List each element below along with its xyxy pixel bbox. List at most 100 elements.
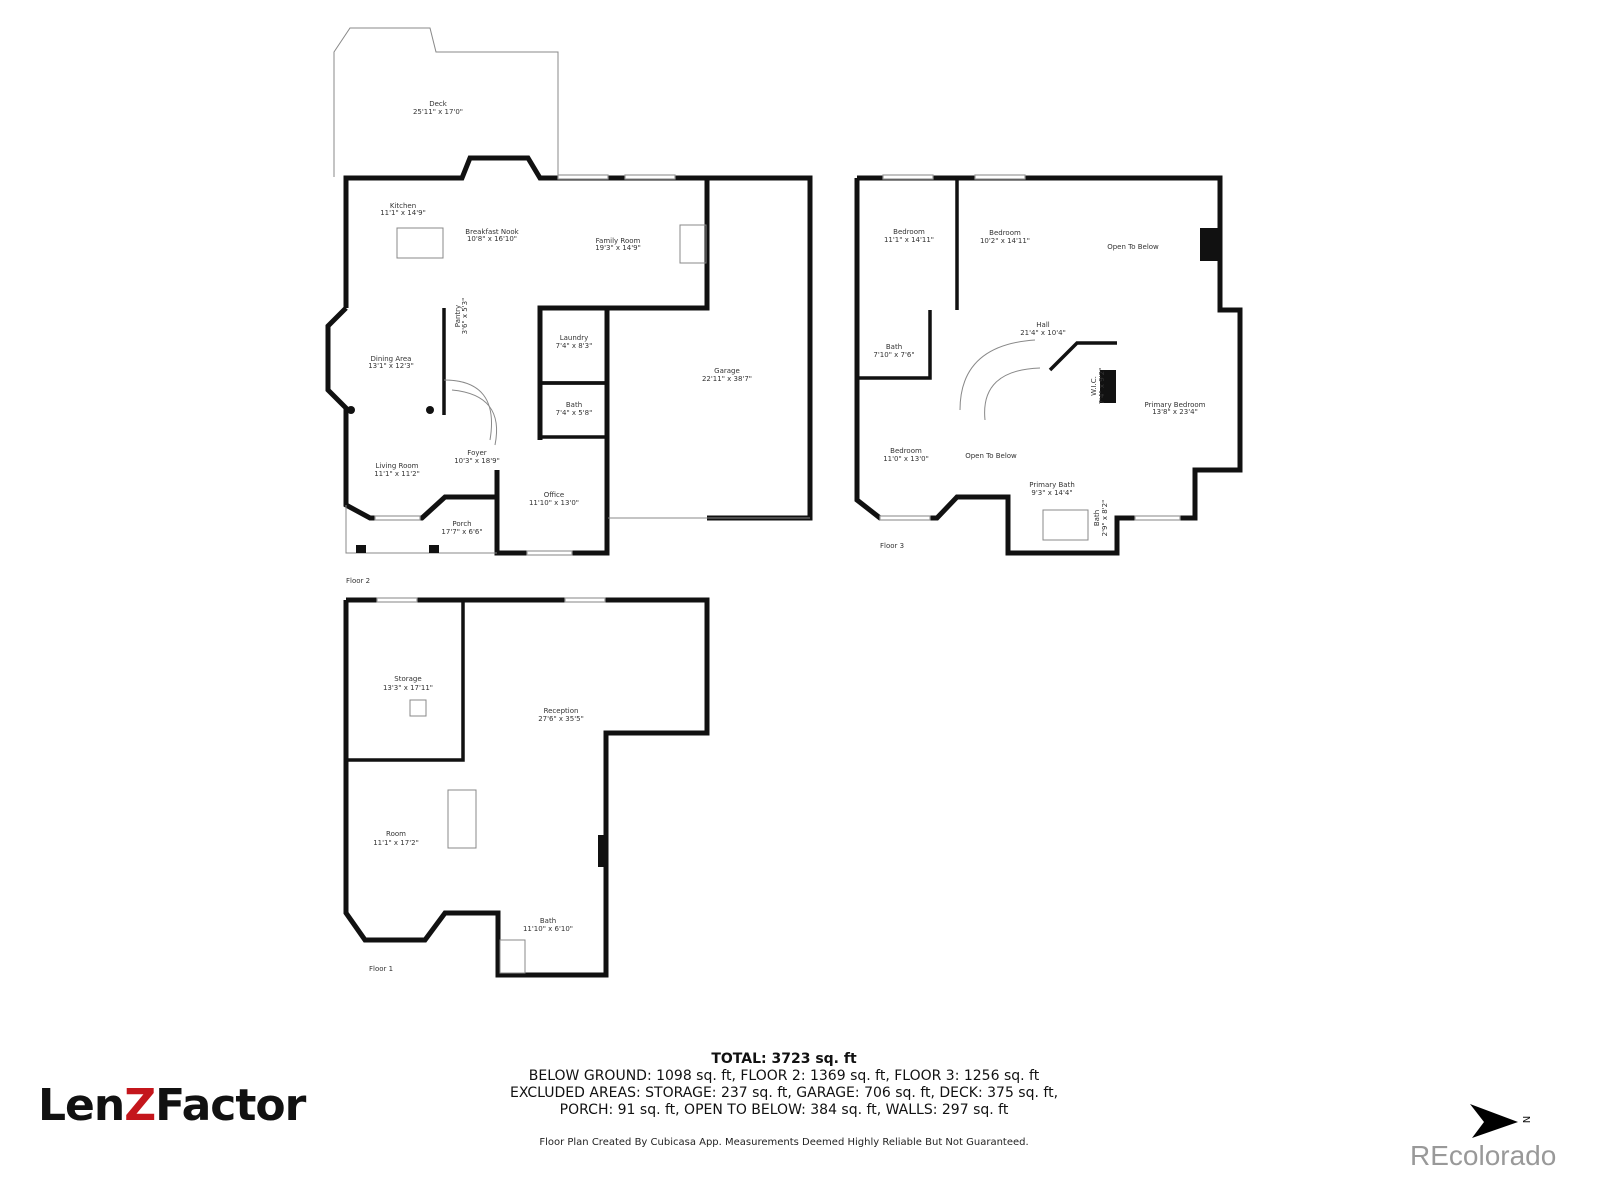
window	[882, 174, 934, 180]
room-label: Primary Bath	[1029, 481, 1075, 489]
room-size: 13'3" x 17'11"	[383, 684, 433, 692]
room-label: Open To Below	[1107, 243, 1159, 251]
excluded-areas-cont: PORCH: 91 sq. ft, OPEN TO BELOW: 384 sq.…	[559, 1102, 1009, 1118]
logo-z: Z	[124, 1080, 156, 1131]
room-label: Open To Below	[965, 452, 1017, 460]
floor-3-plan: Bedroom 11'1" x 14'11" Bedroom 10'2" x 1…	[854, 174, 1243, 556]
fireplace	[1200, 228, 1220, 261]
family-room-wall	[537, 178, 710, 440]
floor-areas: BELOW GROUND: 1098 sq. ft, FLOOR 2: 1369…	[528, 1068, 1040, 1084]
north-arrow-icon	[1470, 1104, 1518, 1138]
room-size: 27'6" x 35'5"	[538, 715, 584, 723]
room-size: 13'8" x 23'4"	[1152, 408, 1198, 416]
room-size: 11'0" x 13'0"	[883, 455, 929, 463]
north-label: N	[1520, 1115, 1532, 1124]
room-label: Pantry	[454, 305, 462, 327]
room-size: 11'1" x 14'11"	[884, 236, 934, 244]
room-label: Dining Area	[371, 355, 412, 363]
room-label: Breakfast Nook	[465, 228, 519, 236]
room-size: 22'11" x 38'7"	[702, 375, 752, 383]
room-size: 7'4" x 9'2"	[1098, 368, 1106, 405]
room-size: 25'11" x 17'0"	[413, 108, 463, 116]
total-area: TOTAL: 3723 sq. ft	[711, 1051, 857, 1067]
room-size: 9'3" x 14'4"	[1031, 489, 1072, 497]
curved-stairs-inner	[984, 367, 1041, 421]
window	[1134, 515, 1181, 521]
room-size: 11'10" x 6'10"	[523, 925, 573, 933]
porch-post	[356, 545, 366, 553]
stairs	[447, 789, 477, 849]
window	[526, 550, 573, 556]
room-size: 19'3" x 14'9"	[595, 244, 641, 252]
room-size: 13'1" x 12'3"	[368, 362, 414, 370]
disclaimer: Floor Plan Created By Cubicasa App. Meas…	[539, 1137, 1029, 1148]
fireplace	[679, 224, 707, 264]
window	[374, 515, 421, 521]
curved-stairs	[959, 339, 1036, 411]
room-size: 7'10" x 7'6"	[873, 351, 914, 359]
room-label: Bath	[540, 917, 556, 925]
deck-outline	[333, 27, 559, 177]
wic-walls	[1048, 341, 1117, 372]
room-size: 10'8" x 16'10"	[467, 235, 517, 243]
fireplace	[598, 835, 606, 867]
room-label: Kitchen	[390, 202, 416, 210]
room-label: Bath	[566, 401, 582, 409]
room-label: Porch	[452, 520, 471, 528]
room-label: Primary Bedroom	[1145, 401, 1206, 409]
room-label: Bedroom	[890, 447, 922, 455]
room-size: 11'1" x 14'9"	[380, 209, 426, 217]
excluded-areas: EXCLUDED AREAS: STORAGE: 237 sq. ft, GAR…	[509, 1085, 1059, 1101]
room-label: Garage	[714, 367, 740, 375]
floor-2-plan: Deck 25'11" x 17'0" Kitchen 11'1" x 14'9…	[325, 27, 813, 585]
room-label: Reception	[544, 707, 579, 715]
room-size: 11'1" x 17'2"	[373, 839, 419, 847]
window	[376, 597, 418, 603]
room-label: Family Room	[596, 237, 641, 245]
room-size: 3'6" x 5'3"	[461, 298, 469, 335]
floor-label: Floor 2	[346, 577, 370, 585]
lenzfactor-logo: LenZFactor	[38, 1080, 306, 1131]
floor2-exterior-wall	[343, 155, 813, 521]
storage-wall	[346, 600, 465, 762]
porch-post	[429, 545, 439, 553]
window	[557, 174, 609, 180]
floor-1-plan: Storage 13'3" x 17'11" Reception 27'6" x…	[343, 597, 710, 978]
room-size: 17'7" x 6'6"	[441, 528, 482, 536]
window	[624, 174, 676, 180]
room-size: 11'10" x 13'0"	[529, 499, 579, 507]
room-size: 10'2" x 14'11"	[980, 237, 1030, 245]
room-label: Bedroom	[893, 228, 925, 236]
room-label: Bath	[1093, 510, 1101, 526]
column	[347, 406, 355, 414]
logo-text: Len	[38, 1080, 125, 1131]
curved-stairs-inner	[451, 389, 497, 446]
room-label: Laundry	[560, 334, 589, 342]
curved-stairs	[443, 379, 492, 441]
floor-label: Floor 1	[369, 965, 393, 973]
room-label: Room	[386, 830, 406, 838]
floor-label: Floor 3	[880, 542, 904, 550]
room-label: Deck	[429, 100, 448, 108]
kitchen-island	[396, 227, 444, 259]
window	[879, 515, 931, 521]
window	[974, 174, 1026, 180]
room-label: Bedroom	[989, 229, 1021, 237]
fireplace	[1100, 370, 1116, 403]
room-label: W.I.C.	[1090, 376, 1098, 396]
room-label: Storage	[394, 675, 421, 683]
bath-walls	[857, 310, 932, 380]
room-size: 7'4" x 8'3"	[556, 342, 593, 350]
room-label: Foyer	[467, 449, 487, 457]
room-size: 11'1" x 11'2"	[374, 470, 420, 478]
column	[426, 406, 434, 414]
bathtub	[1042, 509, 1089, 541]
porch-outline	[345, 505, 497, 554]
recolorado-watermark: REcolorado	[1410, 1140, 1557, 1171]
floor1-exterior-wall	[343, 597, 710, 978]
room-label: Bath	[886, 343, 902, 351]
room-label: Hall	[1036, 321, 1049, 329]
shower	[499, 939, 526, 974]
room-size: 7'4" x 5'8"	[556, 409, 593, 417]
